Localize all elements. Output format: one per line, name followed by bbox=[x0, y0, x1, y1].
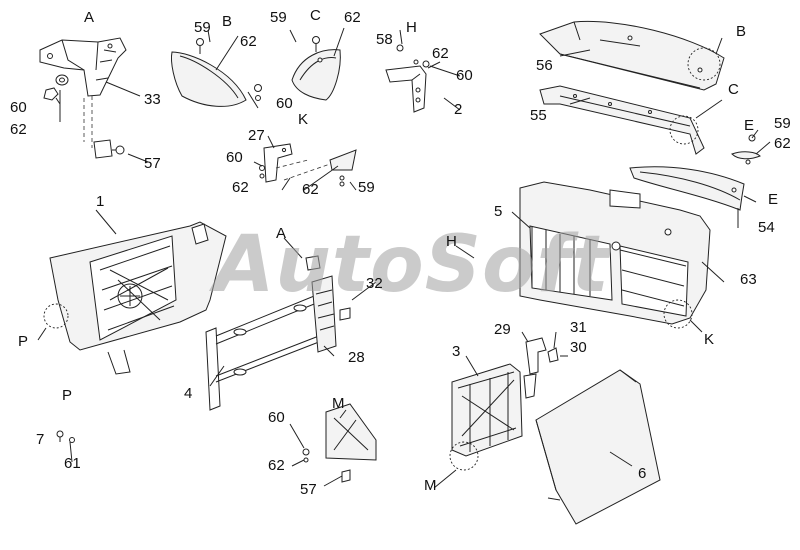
part-3-frame bbox=[449, 363, 523, 471]
label-55: 55 bbox=[530, 107, 547, 124]
label-59e: 59 bbox=[774, 115, 791, 132]
detail-b-top bbox=[171, 38, 262, 107]
label-57a: 57 bbox=[144, 155, 161, 172]
label-59k: 59 bbox=[358, 179, 375, 196]
label-31: 31 bbox=[570, 319, 587, 336]
label-e-right: E bbox=[744, 117, 755, 134]
label-k-mid: K bbox=[298, 111, 309, 128]
label-p-bottom: P bbox=[62, 387, 73, 404]
part-56-cover bbox=[539, 20, 725, 91]
label-62k2: 62 bbox=[302, 181, 319, 198]
part-57-clip bbox=[83, 96, 125, 159]
label-62l: 62 bbox=[10, 121, 27, 138]
part-m-bracket bbox=[302, 403, 377, 483]
part-28-bracket bbox=[305, 255, 351, 353]
label-62b: 62 bbox=[344, 9, 361, 26]
label-61: 61 bbox=[64, 455, 81, 472]
label-56: 56 bbox=[536, 57, 553, 74]
label-60k: 60 bbox=[226, 149, 243, 166]
label-27: 27 bbox=[248, 127, 265, 144]
label-3: 3 bbox=[452, 343, 461, 360]
label-62c: 62 bbox=[432, 45, 449, 62]
part-33-bracket bbox=[39, 37, 127, 97]
label-63: 63 bbox=[740, 271, 757, 288]
label-60c: 60 bbox=[456, 67, 473, 84]
part-63-panel bbox=[519, 181, 711, 329]
label-p-left: P bbox=[18, 333, 29, 350]
label-62m: 62 bbox=[268, 457, 285, 474]
part-2-bracket bbox=[385, 44, 430, 113]
label-b-right: B bbox=[736, 23, 747, 40]
label-60m: 60 bbox=[268, 409, 285, 426]
label-c-right: C bbox=[728, 81, 739, 98]
part-6-panel bbox=[535, 369, 661, 525]
washer-nut-a bbox=[43, 74, 69, 101]
label-62a: 62 bbox=[240, 33, 257, 50]
label-m-bottom: M bbox=[424, 477, 437, 494]
label-32: 32 bbox=[366, 275, 383, 292]
part-27-bracket bbox=[259, 143, 357, 187]
label-m-mid: M bbox=[332, 395, 345, 412]
label-h-mid: H bbox=[446, 233, 457, 250]
label-59a: 59 bbox=[194, 19, 211, 36]
label-33: 33 bbox=[144, 91, 161, 108]
label-4: 4 bbox=[184, 385, 193, 402]
part-54-trim bbox=[629, 166, 745, 211]
label-h-top: H bbox=[406, 19, 417, 36]
label-60l: 60 bbox=[10, 99, 27, 116]
label-a-top: A bbox=[84, 9, 95, 26]
label-59b: 59 bbox=[270, 9, 287, 26]
detail-c-top bbox=[291, 36, 341, 101]
label-57m: 57 bbox=[300, 481, 317, 498]
label-a-mid: A bbox=[276, 225, 287, 242]
label-62k: 62 bbox=[232, 179, 249, 196]
part-55-strip bbox=[539, 85, 705, 155]
label-30: 30 bbox=[570, 339, 587, 356]
leader-lines bbox=[37, 27, 771, 489]
label-6: 6 bbox=[638, 465, 647, 482]
label-b-top: B bbox=[222, 13, 233, 30]
label-7: 7 bbox=[36, 431, 45, 448]
part-1-frame bbox=[43, 221, 227, 375]
label-e-right2: E bbox=[768, 191, 779, 208]
parts-7-61 bbox=[56, 430, 75, 443]
label-2: 2 bbox=[454, 101, 463, 118]
label-5: 5 bbox=[494, 203, 503, 220]
label-60a: 60 bbox=[276, 95, 293, 112]
label-58: 58 bbox=[376, 31, 393, 48]
label-28: 28 bbox=[348, 349, 365, 366]
parts-29-31-30 bbox=[523, 337, 559, 399]
watermark: AutoSoft bbox=[214, 220, 610, 310]
label-c-top: C bbox=[310, 7, 321, 24]
label-62e: 62 bbox=[774, 135, 791, 152]
label-k-right: K bbox=[704, 331, 715, 348]
detail-e-small bbox=[731, 134, 761, 165]
label-1: 1 bbox=[96, 193, 105, 210]
label-29: 29 bbox=[494, 321, 511, 338]
label-54: 54 bbox=[758, 219, 775, 236]
part-4-rods bbox=[205, 291, 325, 411]
